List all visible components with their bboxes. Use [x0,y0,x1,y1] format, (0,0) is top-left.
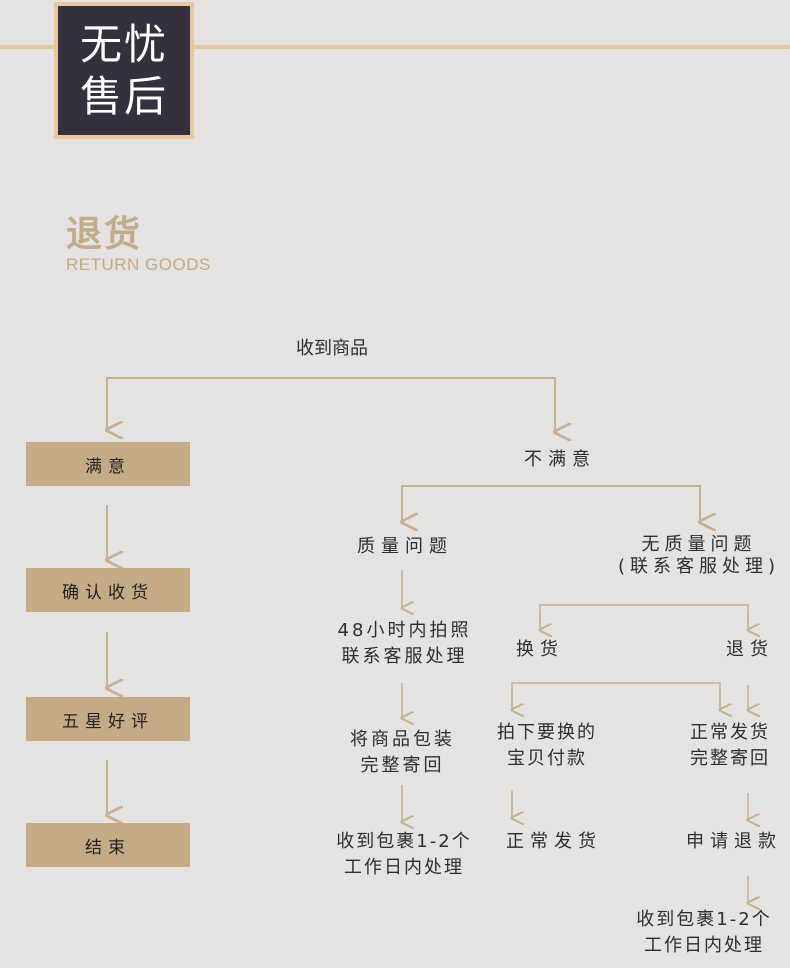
exchange-split-line [511,682,721,708]
exchange-step1: 拍下要换的 宝贝付款 [482,720,612,772]
root-split-line [106,377,556,430]
return-step1-line1: 正常发货 [690,722,770,743]
quality-step2-line1: 将商品包装 [350,729,455,750]
quality-step1-line1: 48小时内拍照 [337,620,472,641]
quality-step2: 将商品包装 完整寄回 [335,727,470,779]
return-step1: 正常发货 完整寄回 [676,720,784,772]
exchange-step2: 正常发货 [506,831,602,852]
quality-step3: 收到包裹1-2个 工作日内处理 [318,829,490,881]
exchange-step1-line1: 拍下要换的 [497,722,597,743]
logo-line-1: 无忧 [79,19,168,69]
no-quality-label-line1: 无质量问题 [641,534,757,555]
section-subtitle: RETURN GOODS [66,255,211,274]
confirm-receipt-box: 确认收货 [26,568,190,612]
exchange-step1-line2: 宝贝付款 [507,748,587,769]
return-step2: 申请退款 [686,831,782,852]
section-title: 退货 [66,214,143,255]
quality-step1-line2: 联系客服处理 [341,646,468,667]
root-label: 收到商品 [296,338,368,359]
return-step1-line2: 完整寄回 [690,748,770,769]
no-quality-split-line [539,604,749,628]
return-step3-line1: 收到包裹1-2个 [636,909,772,930]
five-star-review-box: 五星好评 [26,697,190,741]
logo: 无忧 售后 [54,2,194,139]
return-label: 退货 [726,639,774,660]
no-quality-label: 无质量问题 (联系客服处理) [610,534,788,578]
return-step3-line2: 工作日内处理 [644,935,764,956]
quality-step3-line2: 工作日内处理 [344,857,464,878]
header-divider-line [0,45,790,49]
unsatisfied-label: 不满意 [524,449,596,470]
quality-issue-label: 质量问题 [357,536,453,557]
exchange-label: 换货 [516,639,564,660]
unsatisfied-split-line [401,485,701,520]
satisfied-box: 满意 [26,442,190,486]
quality-step2-line2: 完整寄回 [360,755,445,776]
no-quality-label-line2: (联系客服处理) [617,556,781,577]
end-box: 结束 [26,823,190,867]
quality-step3-line1: 收到包裹1-2个 [336,831,472,852]
return-step3: 收到包裹1-2个 工作日内处理 [618,907,790,959]
logo-line-2: 售后 [79,71,168,121]
quality-step1: 48小时内拍照 联系客服处理 [322,618,487,670]
logo-inner: 无忧 售后 [58,6,190,135]
